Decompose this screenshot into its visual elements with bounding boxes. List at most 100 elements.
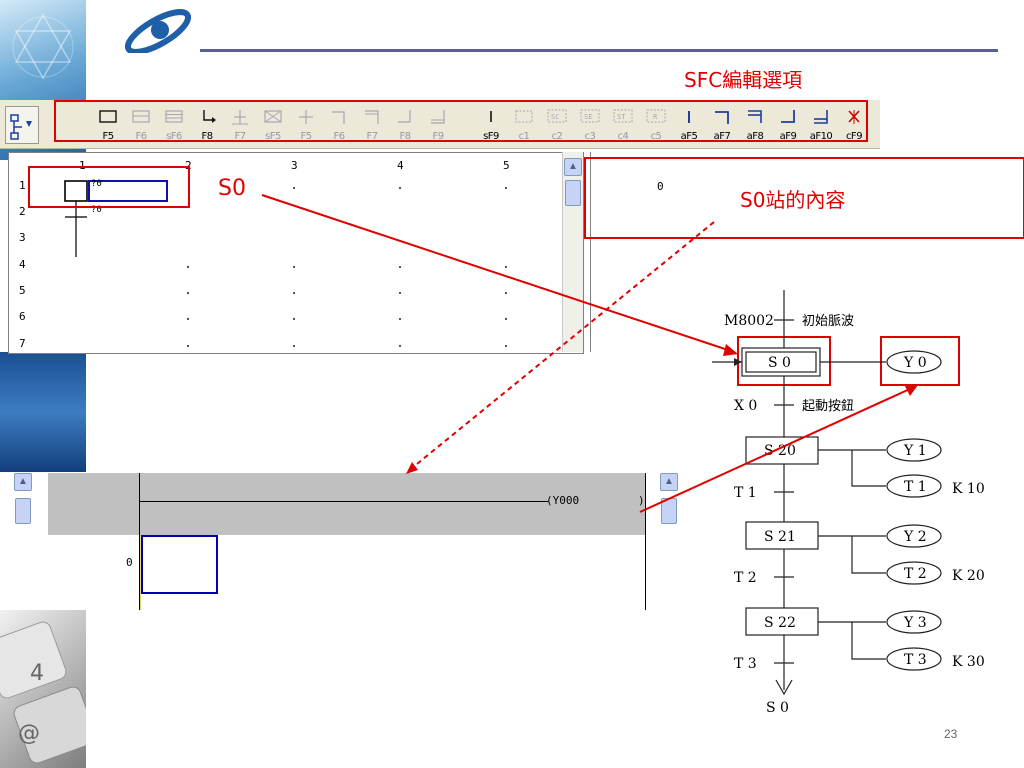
scroll-up-icon[interactable]: ▲ xyxy=(564,158,582,176)
toolbar-button-label: c1 xyxy=(518,131,530,142)
toolbar-button-label: c5 xyxy=(650,131,662,142)
step-double-box-icon xyxy=(130,108,152,126)
toolbar-button-label: sF5 xyxy=(265,131,281,142)
toolbar-button-c1[interactable]: c1 xyxy=(509,105,539,143)
svg-text:4: 4 xyxy=(30,661,44,686)
sfc-transition-x0: X 0 xyxy=(734,398,757,414)
ladder-right-rail xyxy=(645,473,646,610)
decorative-banner-middle xyxy=(0,352,86,472)
delete-x-icon xyxy=(843,108,865,126)
toolbar-button-label: aF8 xyxy=(746,131,764,142)
svg-text:SC: SC xyxy=(551,113,559,121)
toolbar-button-label: F8 xyxy=(201,131,213,142)
toolbar-button-label: sF6 xyxy=(166,131,182,142)
toolbar-button-af8[interactable]: aF8 xyxy=(740,105,770,143)
toolbar-button-f6[interactable]: F6 xyxy=(126,105,156,143)
toolbar-button-cf9[interactable]: cF9 xyxy=(839,105,869,143)
ladder-cursor[interactable] xyxy=(141,535,218,594)
grid-column-header: 5 xyxy=(503,159,510,172)
toolbar-button-label: sF9 xyxy=(483,131,499,142)
toolbar-button-label: F9 xyxy=(432,131,444,142)
sfc-timer-k20: K 20 xyxy=(952,568,985,584)
branch-join-icon xyxy=(394,108,416,126)
grid-cell-text[interactable]: ?0 xyxy=(91,205,102,215)
sfc-start-comment: 初始脈波 xyxy=(802,314,854,329)
sfc-step-s20-label: S 20 xyxy=(764,443,796,459)
sfc-timer-k30: K 30 xyxy=(952,654,985,670)
toolbar-button-f7[interactable]: F7 xyxy=(225,105,255,143)
ladder-coil[interactable]: (Y000 xyxy=(546,494,580,507)
scroll-thumb[interactable] xyxy=(565,180,581,206)
svg-text:R: R xyxy=(653,113,658,121)
sfc-output-y1 xyxy=(886,438,942,462)
toolbar-button-sf6[interactable]: sF6 xyxy=(159,105,189,143)
sfc-transition-t3: T 3 xyxy=(734,656,757,672)
slide-title: SFC編輯選項 xyxy=(684,68,803,92)
toolbar-button-label: F7 xyxy=(234,131,246,142)
toolbar-button-sf9[interactable]: sF9 xyxy=(476,105,506,143)
grid-dot xyxy=(399,292,401,294)
sfc-output-y1-label: Y 1 xyxy=(903,443,927,459)
toolbar-button-f9[interactable]: F9 xyxy=(423,105,453,143)
grid-cell-cursor xyxy=(88,180,168,202)
grid-dot xyxy=(399,266,401,268)
toolbar-button-f5[interactable]: F5 xyxy=(291,105,321,143)
grid-dot xyxy=(187,266,189,268)
grid-dot xyxy=(505,266,507,268)
sfc-grid-scrollbar[interactable]: ▲ xyxy=(562,152,583,352)
grid-row-number: 6 xyxy=(19,310,26,323)
s0-content-dashed-arrow xyxy=(411,221,715,469)
double-join-icon xyxy=(810,108,832,126)
ladder-step-number: 0 xyxy=(126,556,133,569)
grid-row-number: 2 xyxy=(19,205,26,218)
svg-text:@: @ xyxy=(18,721,40,746)
toolbar-button-f7[interactable]: F7 xyxy=(357,105,387,143)
sc-box-icon: SC xyxy=(546,108,568,126)
toolbar-button-f8[interactable]: F8 xyxy=(390,105,420,143)
header-rule xyxy=(200,49,998,52)
toolbar-button-label: c2 xyxy=(551,131,563,142)
grid-column-header: 2 xyxy=(185,159,192,172)
sfc-step-s21 xyxy=(745,521,819,550)
toolbar-button-f8[interactable]: F8 xyxy=(192,105,222,143)
toolbar-button-af10[interactable]: aF10 xyxy=(806,105,836,143)
ladder-scroll-up-icon[interactable]: ▲ xyxy=(14,473,32,491)
cross-box-icon xyxy=(262,108,284,126)
ladder-guide-line xyxy=(140,535,141,610)
orbit-logo-icon xyxy=(124,9,192,53)
ladder-sfc-switch-icon xyxy=(10,114,32,140)
toolbar-button-sf5[interactable]: sF5 xyxy=(258,105,288,143)
sfc-step-s0-label: S 0 xyxy=(768,355,791,371)
vertical-bar-icon xyxy=(678,108,700,126)
grid-column-header: 3 xyxy=(291,159,298,172)
branch-plus-icon xyxy=(295,108,317,126)
toolbar-button-af5[interactable]: aF5 xyxy=(674,105,704,143)
s0-content-label: S0站的內容 xyxy=(740,188,846,212)
tool-selector-button[interactable] xyxy=(5,106,39,144)
toolbar-button-af9[interactable]: aF9 xyxy=(773,105,803,143)
sfc-start-condition: M8002 xyxy=(724,313,774,329)
ladder-scroll-thumb[interactable] xyxy=(15,498,31,524)
grid-dot xyxy=(293,345,295,347)
sfc-return-arrow-icon xyxy=(775,679,793,696)
sfc-timer-k10: K 10 xyxy=(952,481,985,497)
transition-icon xyxy=(229,108,251,126)
right-scroll-up-icon[interactable]: ▲ xyxy=(660,473,678,491)
branch-corner-icon xyxy=(328,108,350,126)
toolbar-button-f5[interactable]: F5 xyxy=(93,105,123,143)
grid-row-number: 7 xyxy=(19,337,26,350)
toolbar-button-f6[interactable]: F6 xyxy=(324,105,354,143)
sfc-output-t1-label: T 1 xyxy=(904,479,927,495)
toolbar-button-label: F6 xyxy=(333,131,345,142)
grid-column-header: 1 xyxy=(79,159,86,172)
grid-dot xyxy=(399,345,401,347)
grid-cell-text[interactable]: ?0 xyxy=(91,179,102,189)
grid-dot xyxy=(187,318,189,320)
toolbar-button-c2[interactable]: SC c2 xyxy=(542,105,572,143)
ladder-rung-selected[interactable] xyxy=(48,473,646,535)
toolbar-button-af7[interactable]: aF7 xyxy=(707,105,737,143)
